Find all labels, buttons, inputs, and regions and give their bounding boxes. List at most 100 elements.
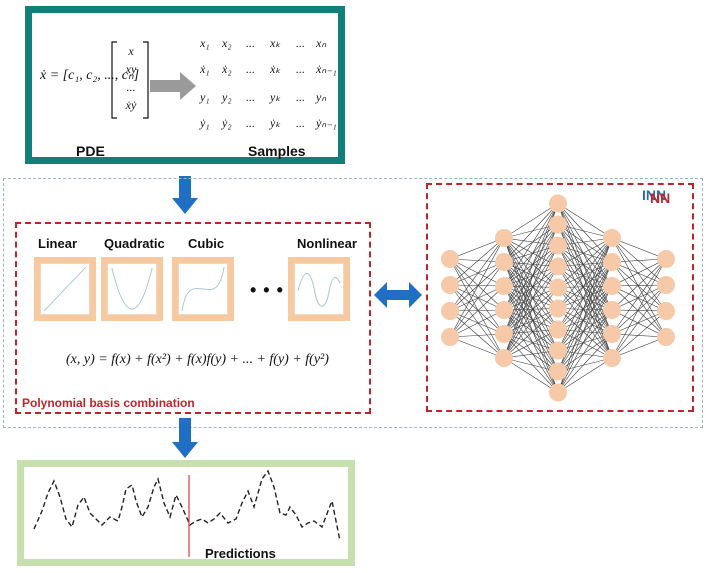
nn-connection [557, 309, 613, 351]
sample-cell: ẏ₂ [222, 116, 232, 130]
nn-connection [503, 224, 559, 335]
nn-connection [449, 284, 505, 311]
nn-connection [503, 266, 559, 287]
nn-connection [557, 224, 613, 287]
nn-connection [557, 357, 613, 372]
nn-connection [503, 261, 559, 351]
nn-connection [557, 308, 613, 335]
nn-connection [557, 237, 613, 372]
sample-cell: ... [296, 36, 305, 50]
nn-connection [557, 287, 613, 311]
nn-connection [503, 203, 559, 311]
nn-connection [557, 261, 613, 309]
nn-connection [503, 237, 559, 309]
nn-connection [557, 224, 613, 263]
nn-connection [503, 224, 559, 239]
nn-connection [503, 266, 559, 311]
polynomial-basis-box [15, 222, 371, 414]
polynomial-basis-caption: Polynomial basis combination [22, 396, 195, 410]
nn-connection [503, 224, 559, 263]
nn-node [657, 250, 675, 268]
nn-connection [503, 237, 559, 288]
nn-label: NN [650, 190, 671, 206]
nn-connection [449, 261, 505, 286]
nn-connection [557, 203, 613, 335]
nn-connection [503, 245, 559, 263]
nn-connection [557, 285, 613, 288]
nn-connection [557, 245, 613, 287]
nn-connection [557, 261, 613, 330]
nn-connection [449, 285, 505, 312]
nn-connection [557, 309, 613, 372]
nn-connection [557, 285, 613, 372]
nn-connection [611, 284, 667, 359]
nn-connection [611, 310, 667, 335]
nn-connection [449, 261, 505, 338]
nn-connection [557, 287, 613, 335]
nn-connection [449, 284, 505, 287]
linear-basis-tile [34, 257, 96, 321]
nn-connection [503, 237, 559, 330]
nn-connection [449, 309, 505, 312]
double-arrow-icon [374, 282, 422, 308]
basis-equation: (x, y) = f(x) + f(x²) + f(x)f(y) + ... +… [66, 352, 329, 367]
nn-connection [611, 258, 667, 287]
nn-connection [449, 237, 505, 312]
nn-connection [557, 261, 613, 267]
nn-connection [503, 357, 559, 393]
nn-connection [611, 261, 667, 338]
nn-connection [557, 224, 613, 335]
sample-cell: yₙ [316, 90, 327, 104]
vector-entry-3: ... [126, 80, 136, 94]
pde-label: PDE [76, 143, 105, 159]
nn-connection [503, 237, 559, 372]
nn-connection [503, 245, 559, 359]
nn-connection [503, 266, 559, 335]
predictions-label: Predictions [205, 546, 276, 561]
nn-connection [557, 333, 613, 393]
nn-connection [503, 261, 559, 372]
nn-connection [557, 266, 613, 287]
nn-connection [557, 203, 613, 239]
nn-connection [611, 285, 667, 338]
nn-connection [503, 203, 559, 287]
nn-node [549, 215, 567, 234]
nn-node [603, 229, 621, 247]
nn-connection [557, 261, 613, 288]
sample-cell: ... [296, 116, 305, 130]
predictions-panel [17, 460, 355, 566]
basis-title-cubic: Cubic [188, 236, 225, 251]
nn-node [441, 250, 459, 268]
quadratic-curve-icon [107, 263, 157, 315]
nonlinear-curve-icon [294, 263, 344, 315]
nn-connection [503, 237, 559, 246]
nn-connection [503, 285, 559, 351]
nn-node [549, 236, 567, 255]
nonlinear-basis-tile [288, 257, 350, 321]
cubic-curve-icon [178, 263, 228, 315]
nn-connection [503, 261, 559, 330]
sample-cell: ... [246, 116, 255, 130]
nn-node [657, 328, 675, 346]
basis-title-linear: Linear [38, 236, 78, 251]
nn-connection [557, 308, 613, 359]
nn-node [495, 229, 513, 247]
nn-connection [557, 237, 613, 288]
nn-connection [449, 258, 505, 359]
nn-connection [611, 237, 667, 338]
sample-cell: x₁ [200, 36, 210, 50]
nn-node [549, 383, 567, 402]
nn-connection [557, 245, 613, 311]
sample-cell: ẋ₂ [222, 62, 232, 76]
nn-connection [503, 285, 559, 288]
nn-connection [557, 266, 613, 311]
nn-connection [503, 285, 559, 372]
nn-connection [611, 258, 667, 311]
sample-cell: ... [296, 90, 305, 104]
nn-connection [503, 285, 559, 393]
nn-connection [449, 258, 505, 287]
vector-entry-4: ẋẏ [125, 98, 137, 112]
sample-cell: y₂ [222, 90, 232, 104]
nn-node [603, 301, 621, 319]
nn-connection [449, 333, 505, 338]
